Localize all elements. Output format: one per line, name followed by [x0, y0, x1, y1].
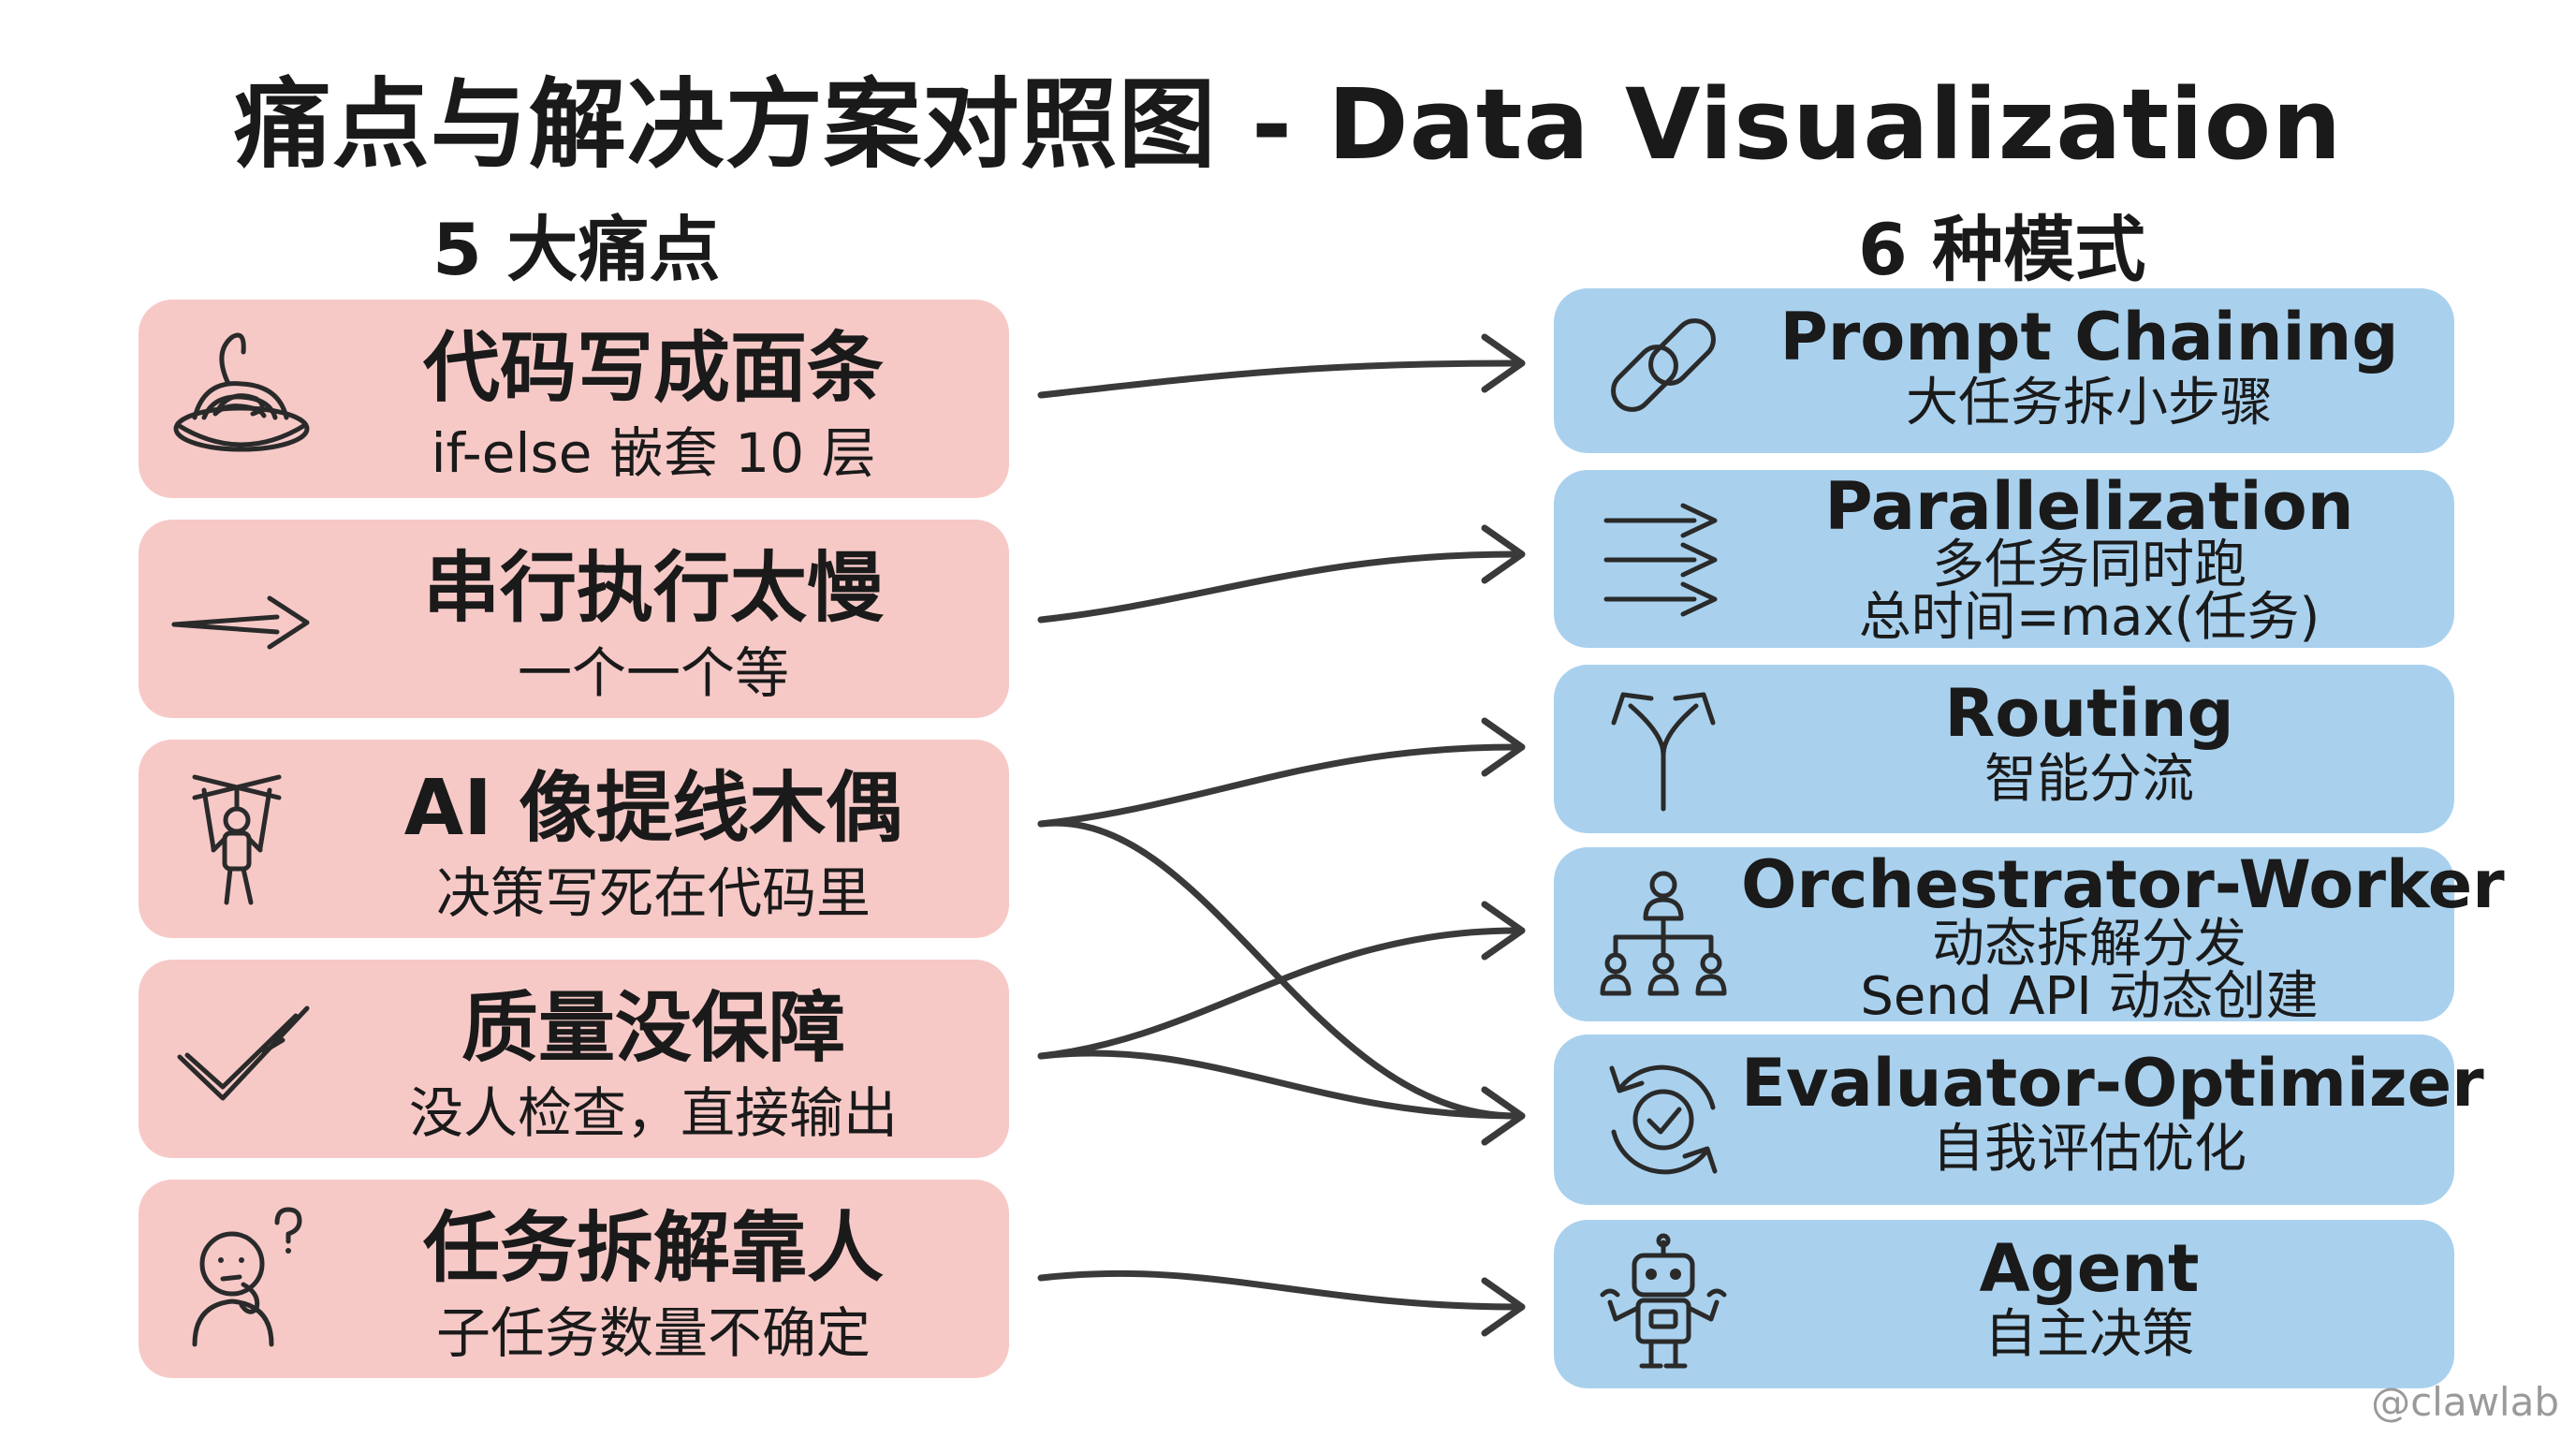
connection-arrow-4 — [1037, 927, 1520, 1060]
arrow-head-4 — [1481, 901, 1526, 961]
pattern-desc: 多任务同时跑 — [1932, 535, 2247, 595]
watermark: @clawlab — [2371, 1379, 2559, 1425]
connection-arrow-0 — [1037, 360, 1520, 399]
arrow-right-icon — [171, 595, 310, 650]
puppet-icon — [192, 774, 282, 905]
pain-card-serial-slow: 串行执行太慢 一个一个等 — [139, 520, 1009, 718]
pain-card-no-quality: 质量没保障 没人检查，直接输出 — [139, 960, 1009, 1158]
robot-icon — [1600, 1233, 1727, 1369]
org-chart-icon — [1600, 871, 1727, 996]
pattern-card-orchestrator-worker: Orchestrator-Worker 动态拆解分发 Send API 动态创建 — [1554, 846, 2505, 1027]
checkmark-icon — [177, 1005, 310, 1101]
arrow-head-5 — [1481, 1086, 1526, 1146]
pattern-title: Evaluator-Optimizer — [1741, 1045, 2484, 1122]
pattern-desc-extra: Send API 动态创建 — [1860, 966, 2319, 1027]
thinking-person-icon — [192, 1207, 302, 1347]
arrow-head-6 — [1481, 1277, 1526, 1337]
pattern-desc: 大任务拆小步骤 — [1906, 373, 2273, 433]
pattern-desc: 动态拆解分发 — [1932, 914, 2247, 975]
pain-card-ai-puppet: AI 像提线木偶 决策写死在代码里 — [139, 740, 1009, 938]
refresh-check-icon — [1609, 1064, 1718, 1175]
pattern-desc: 自主决策 — [1984, 1304, 2194, 1365]
pain-desc: 决策写死在代码里 — [435, 861, 871, 925]
fork-arrow-icon — [1611, 692, 1716, 812]
pain-title: 质量没保障 — [461, 984, 845, 1073]
pattern-title: Parallelization — [1824, 468, 2354, 545]
parallel-arrows-icon — [1603, 503, 1718, 617]
pain-desc: 一个一个等 — [517, 641, 789, 705]
pain-desc: 子任务数量不确定 — [435, 1301, 871, 1365]
pain-desc: if-else 嵌套 10 层 — [431, 421, 876, 485]
pattern-card-parallelization: Parallelization 多任务同时跑 总时间=max(任务) — [1554, 470, 2454, 648]
connection-arrow-2 — [1037, 743, 1520, 828]
arrow-head-2 — [1481, 717, 1526, 777]
pattern-title: Prompt Chaining — [1779, 299, 2399, 375]
pain-title: 任务拆解靠人 — [422, 1204, 884, 1293]
arrow-head-1 — [1481, 524, 1526, 584]
pain-points-header: 5 大痛点 — [432, 208, 721, 291]
pattern-card-prompt-chaining: Prompt Chaining 大任务拆小步骤 — [1554, 288, 2454, 453]
connection-arrow-5 — [1037, 1049, 1520, 1120]
patterns-header: 6 种模式 — [1858, 208, 2146, 291]
pattern-desc-extra: 总时间=max(任务) — [1858, 587, 2320, 648]
pain-desc: 没人检查，直接输出 — [408, 1081, 898, 1145]
pain-title: 串行执行太慢 — [422, 544, 884, 633]
connection-arrow-1 — [1037, 550, 1520, 624]
pattern-title: Agent — [1979, 1230, 2200, 1307]
pattern-desc: 自我评估优化 — [1932, 1119, 2247, 1180]
page-title: 痛点与解决方案对照图 - Data Visualization — [233, 67, 2343, 182]
pattern-card-evaluator-optimizer: Evaluator-Optimizer 自我评估优化 — [1554, 1034, 2484, 1205]
pattern-card-routing: Routing 智能分流 — [1554, 665, 2454, 833]
pattern-title: Routing — [1944, 675, 2234, 752]
connection-arrow-3 — [1037, 819, 1520, 1120]
pattern-card-agent: Agent 自主决策 — [1554, 1220, 2454, 1388]
pain-title: AI 像提线木偶 — [403, 764, 903, 853]
pain-title: 代码写成面条 — [422, 324, 884, 413]
chain-link-icon — [1611, 318, 1716, 412]
noodles-icon — [173, 332, 310, 452]
pattern-title: Orchestrator-Worker — [1741, 846, 2505, 923]
pattern-desc: 智能分流 — [1984, 749, 2194, 810]
pain-card-spaghetti-code: 代码写成面条 if-else 嵌套 10 层 — [139, 300, 1009, 498]
connection-arrow-6 — [1037, 1269, 1520, 1311]
arrow-head-0 — [1481, 333, 1526, 393]
pain-card-manual-split: 任务拆解靠人 子任务数量不确定 — [139, 1180, 1009, 1378]
